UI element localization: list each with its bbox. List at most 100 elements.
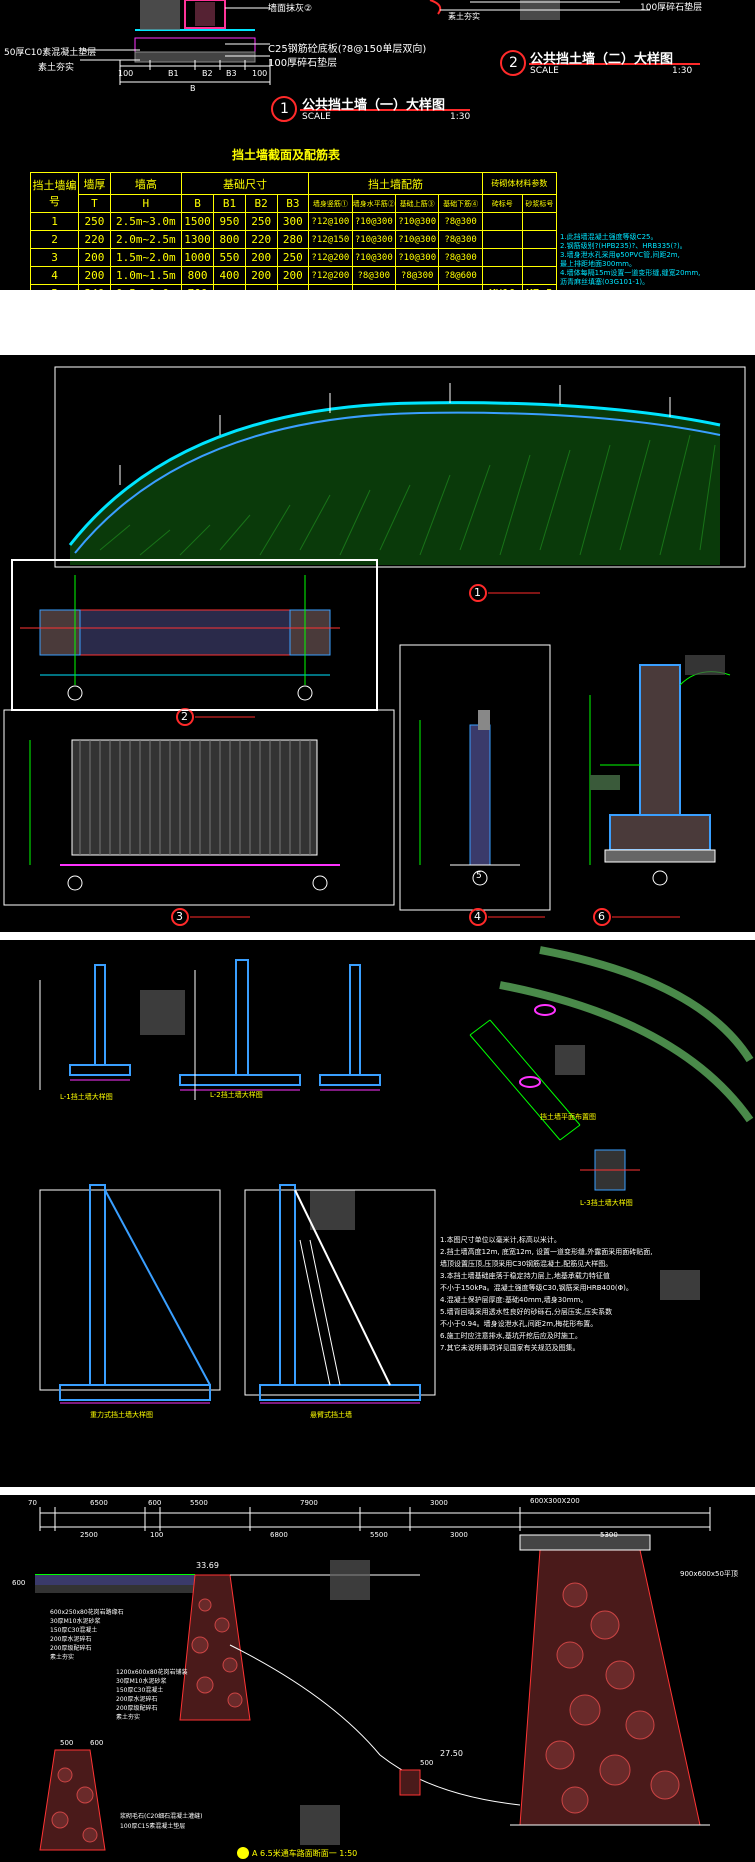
- panel-wall-details: L-1挡土墙大样图 L-2挡土墙大样图 挡土墙平面布置图 L-3挡土墙大样图 重…: [0, 940, 755, 1487]
- dim2-2500: 2500: [80, 1531, 98, 1539]
- caption-l3: L-3挡土墙大样图: [580, 1199, 633, 1207]
- table-cell: 1300: [180, 230, 215, 249]
- dim2-100: 100: [150, 1531, 164, 1539]
- th-b3: B3: [276, 194, 310, 213]
- dim-bottom-500-a: 500: [60, 1739, 74, 1747]
- title1-scale-label: SCALE: [302, 112, 331, 122]
- table-cell: ?10@300: [351, 230, 396, 249]
- dim-3000: 3000: [430, 1499, 448, 1507]
- table-cell: ?12@200: [308, 248, 353, 267]
- table-cell: 400: [213, 266, 246, 285]
- table-cell: 5: [29, 284, 80, 290]
- table-cell: 240: [78, 284, 111, 290]
- design-note: 7.其它未说明事项详见国家有关规范及图集。: [440, 1344, 580, 1352]
- caption-cantilever: 悬臂式挡土墙: [310, 1411, 352, 1419]
- table-cell: [481, 248, 523, 267]
- title1-number: 1: [280, 101, 289, 117]
- layer: 150厚C30混凝土: [50, 1627, 98, 1634]
- th-reinforcement: 挡土墙配筋: [308, 172, 483, 195]
- table-cell: 3: [29, 248, 80, 267]
- table-cell: 2.5m~3.0m: [109, 212, 182, 231]
- dim2-3000: 3000: [450, 1531, 468, 1539]
- dim-bottom-500-b: 500: [420, 1759, 434, 1767]
- table-cell: 200: [78, 266, 111, 285]
- table-row: 52400.5m~1.0m700MU10M7.5: [29, 284, 558, 290]
- table-cell: [481, 212, 523, 231]
- dim-600: 600: [148, 1499, 162, 1507]
- design-note: 1.本图尺寸单位以毫米计,标高以米计。: [440, 1236, 561, 1244]
- layer: 150厚C30混凝土: [116, 1687, 164, 1694]
- table-cell: ?10@300: [394, 230, 440, 249]
- dim-600x300x200: 600X300X200: [530, 1497, 580, 1505]
- dim-7900: 7900: [300, 1499, 318, 1507]
- table-cell: 2: [29, 230, 80, 249]
- label-rubble: 浆砌毛石(C20细石混凝土灌缝): [120, 1813, 203, 1820]
- dim-70: 70: [28, 1499, 37, 1507]
- table-cell: 950: [213, 212, 246, 231]
- dim2-6800: 6800: [270, 1531, 288, 1539]
- section-num-3: 3: [176, 910, 183, 923]
- table-cell: 4: [29, 266, 80, 285]
- note-line: 4.墙体每隔15m设置一道变形缝,缝宽20mm,: [560, 269, 701, 277]
- dim-b: B: [190, 84, 196, 93]
- section-num-4: 4: [474, 910, 481, 923]
- table-cell: [308, 284, 353, 290]
- table-cell: 550: [213, 248, 246, 267]
- design-note: 6.施工时应注意排水,基坑开挖后应及时施工。: [440, 1332, 582, 1340]
- table-cell: [521, 248, 558, 267]
- table-cell: ?12@100: [308, 212, 353, 231]
- table-cell: 800: [213, 230, 246, 249]
- table-cell: 1: [29, 212, 80, 231]
- dim2-5500: 5500: [370, 1531, 388, 1539]
- elevation-27-50: 27.50: [440, 1749, 463, 1758]
- table-cell: ?10@300: [351, 248, 396, 267]
- table-cell: 200: [244, 248, 278, 267]
- title1-scale-value: 1:30: [450, 112, 471, 122]
- design-note: 4.混凝土保护层厚度:基础40mm,墙身30mm。: [440, 1296, 588, 1304]
- elevation-33-69: 33.69: [196, 1561, 219, 1570]
- design-note: 3.本挡土墙基础座落于稳定持力层上,地基承载力特征值: [440, 1272, 610, 1280]
- table-cell: 200: [276, 266, 310, 285]
- dim-b2: B2: [202, 69, 213, 78]
- layer: 200厚级配碎石: [116, 1705, 158, 1712]
- caption-l1: L-1挡土墙大样图: [60, 1093, 113, 1101]
- label-concrete-base: 100厚C15素混凝土垫层: [120, 1823, 186, 1830]
- panel-plan-and-sections: 1 2 3 4 5 6: [0, 355, 755, 932]
- dim-bottom-600: 600: [90, 1739, 104, 1747]
- dim2-5300: 5300: [600, 1531, 618, 1539]
- table-cell: 200: [78, 248, 111, 267]
- dim-b3: B3: [226, 69, 237, 78]
- table-cell: ?10@300: [394, 248, 440, 267]
- table-cell: 1.5m~2.0m: [109, 248, 182, 267]
- note-line: 沥青麻丝填塞(03G101-1)。: [560, 278, 650, 286]
- table-cell: ?10@300: [351, 212, 396, 231]
- table-cell: M7.5: [521, 284, 558, 290]
- title2-scale-value: 1:30: [672, 66, 693, 76]
- th-masonry: 砖砌体材料参数: [481, 172, 558, 195]
- th-top-bar: 基础上筋③: [394, 194, 440, 213]
- dim-5500: 5500: [190, 1499, 208, 1507]
- title1: 公共挡土墙（一）大样图: [302, 98, 446, 113]
- design-note: 2.挡土墙高度12m, 底宽12m, 设置一道变形缝,外露面采用面砖贴面,: [440, 1248, 653, 1256]
- label-gravel-right: 100厚碎石垫层: [640, 3, 703, 13]
- panel4-drawing: [35, 1507, 711, 1859]
- note-line: 最上排距地面300mm。: [560, 260, 636, 268]
- table-cell: 0.5m~1.0m: [109, 284, 182, 290]
- table-cell: ?12@200: [308, 266, 353, 285]
- caption-l2: L-2挡土墙大样图: [210, 1091, 263, 1099]
- table-cell: [481, 230, 523, 249]
- section-caption: A 6.5米通车路面断面一 1:50: [252, 1849, 358, 1858]
- table-cell: 300: [276, 212, 310, 231]
- panel2-drawing: [3, 366, 746, 926]
- label-base-plate: C25钢筋砼底板(?8@150单层双向): [268, 44, 427, 55]
- panel-road-section: 70 6500 600 5500 7900 3000 600X300X200 2…: [0, 1495, 755, 1862]
- table-header-row2: T H B B1 B2 B3 墙身竖筋① 墙身水平筋② 基础上筋③ 基础下筋④ …: [31, 194, 558, 213]
- table-cell: 1000: [180, 248, 215, 267]
- dim-b1: B1: [168, 69, 179, 78]
- label-soil-right: 素土夯实: [448, 12, 480, 21]
- design-note: 墙顶设置压顶,压顶采用C30钢筋混凝土,配筋见大样图。: [440, 1260, 613, 1268]
- layer: 素土夯实: [50, 1654, 75, 1661]
- dim-100-left: 100: [118, 69, 134, 78]
